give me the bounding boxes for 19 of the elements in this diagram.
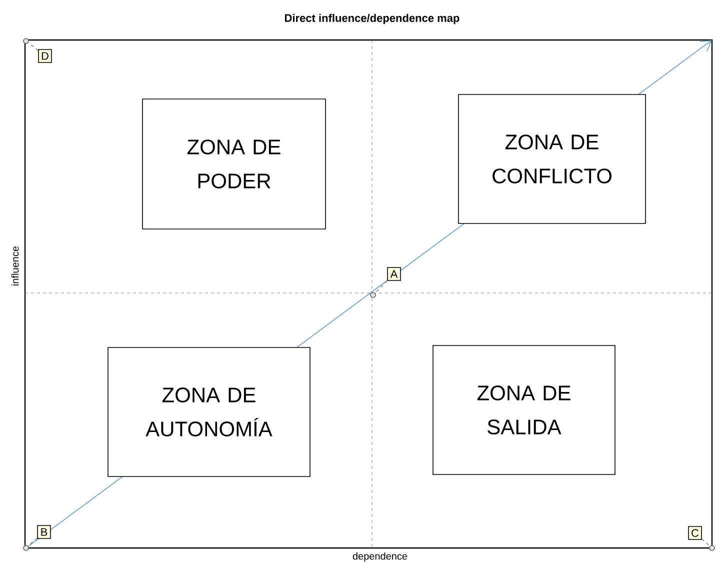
leader-line xyxy=(702,538,710,546)
leader-line xyxy=(28,42,38,51)
point-marker xyxy=(709,545,715,551)
point-marker xyxy=(23,38,29,44)
point-marker xyxy=(370,292,376,298)
leader-line xyxy=(28,538,38,546)
chart-title: Direct influence/dependence map xyxy=(285,14,460,24)
point-label: A xyxy=(387,267,401,281)
zone-box: ZONA DE AUTONOMÍA xyxy=(108,347,310,477)
point-label: C xyxy=(688,526,702,540)
leader-line xyxy=(374,280,388,294)
point-marker xyxy=(23,545,29,551)
zone-box: ZONA DE PODER xyxy=(142,98,326,230)
zone-box: ZONA DE CONFLICTO xyxy=(458,94,646,224)
axis-label: dependence xyxy=(352,552,408,562)
axis-label: influence xyxy=(11,246,19,286)
point-label: D xyxy=(38,49,52,63)
point-label: B xyxy=(37,525,51,539)
zone-box: ZONA DE SALIDA xyxy=(432,345,616,475)
